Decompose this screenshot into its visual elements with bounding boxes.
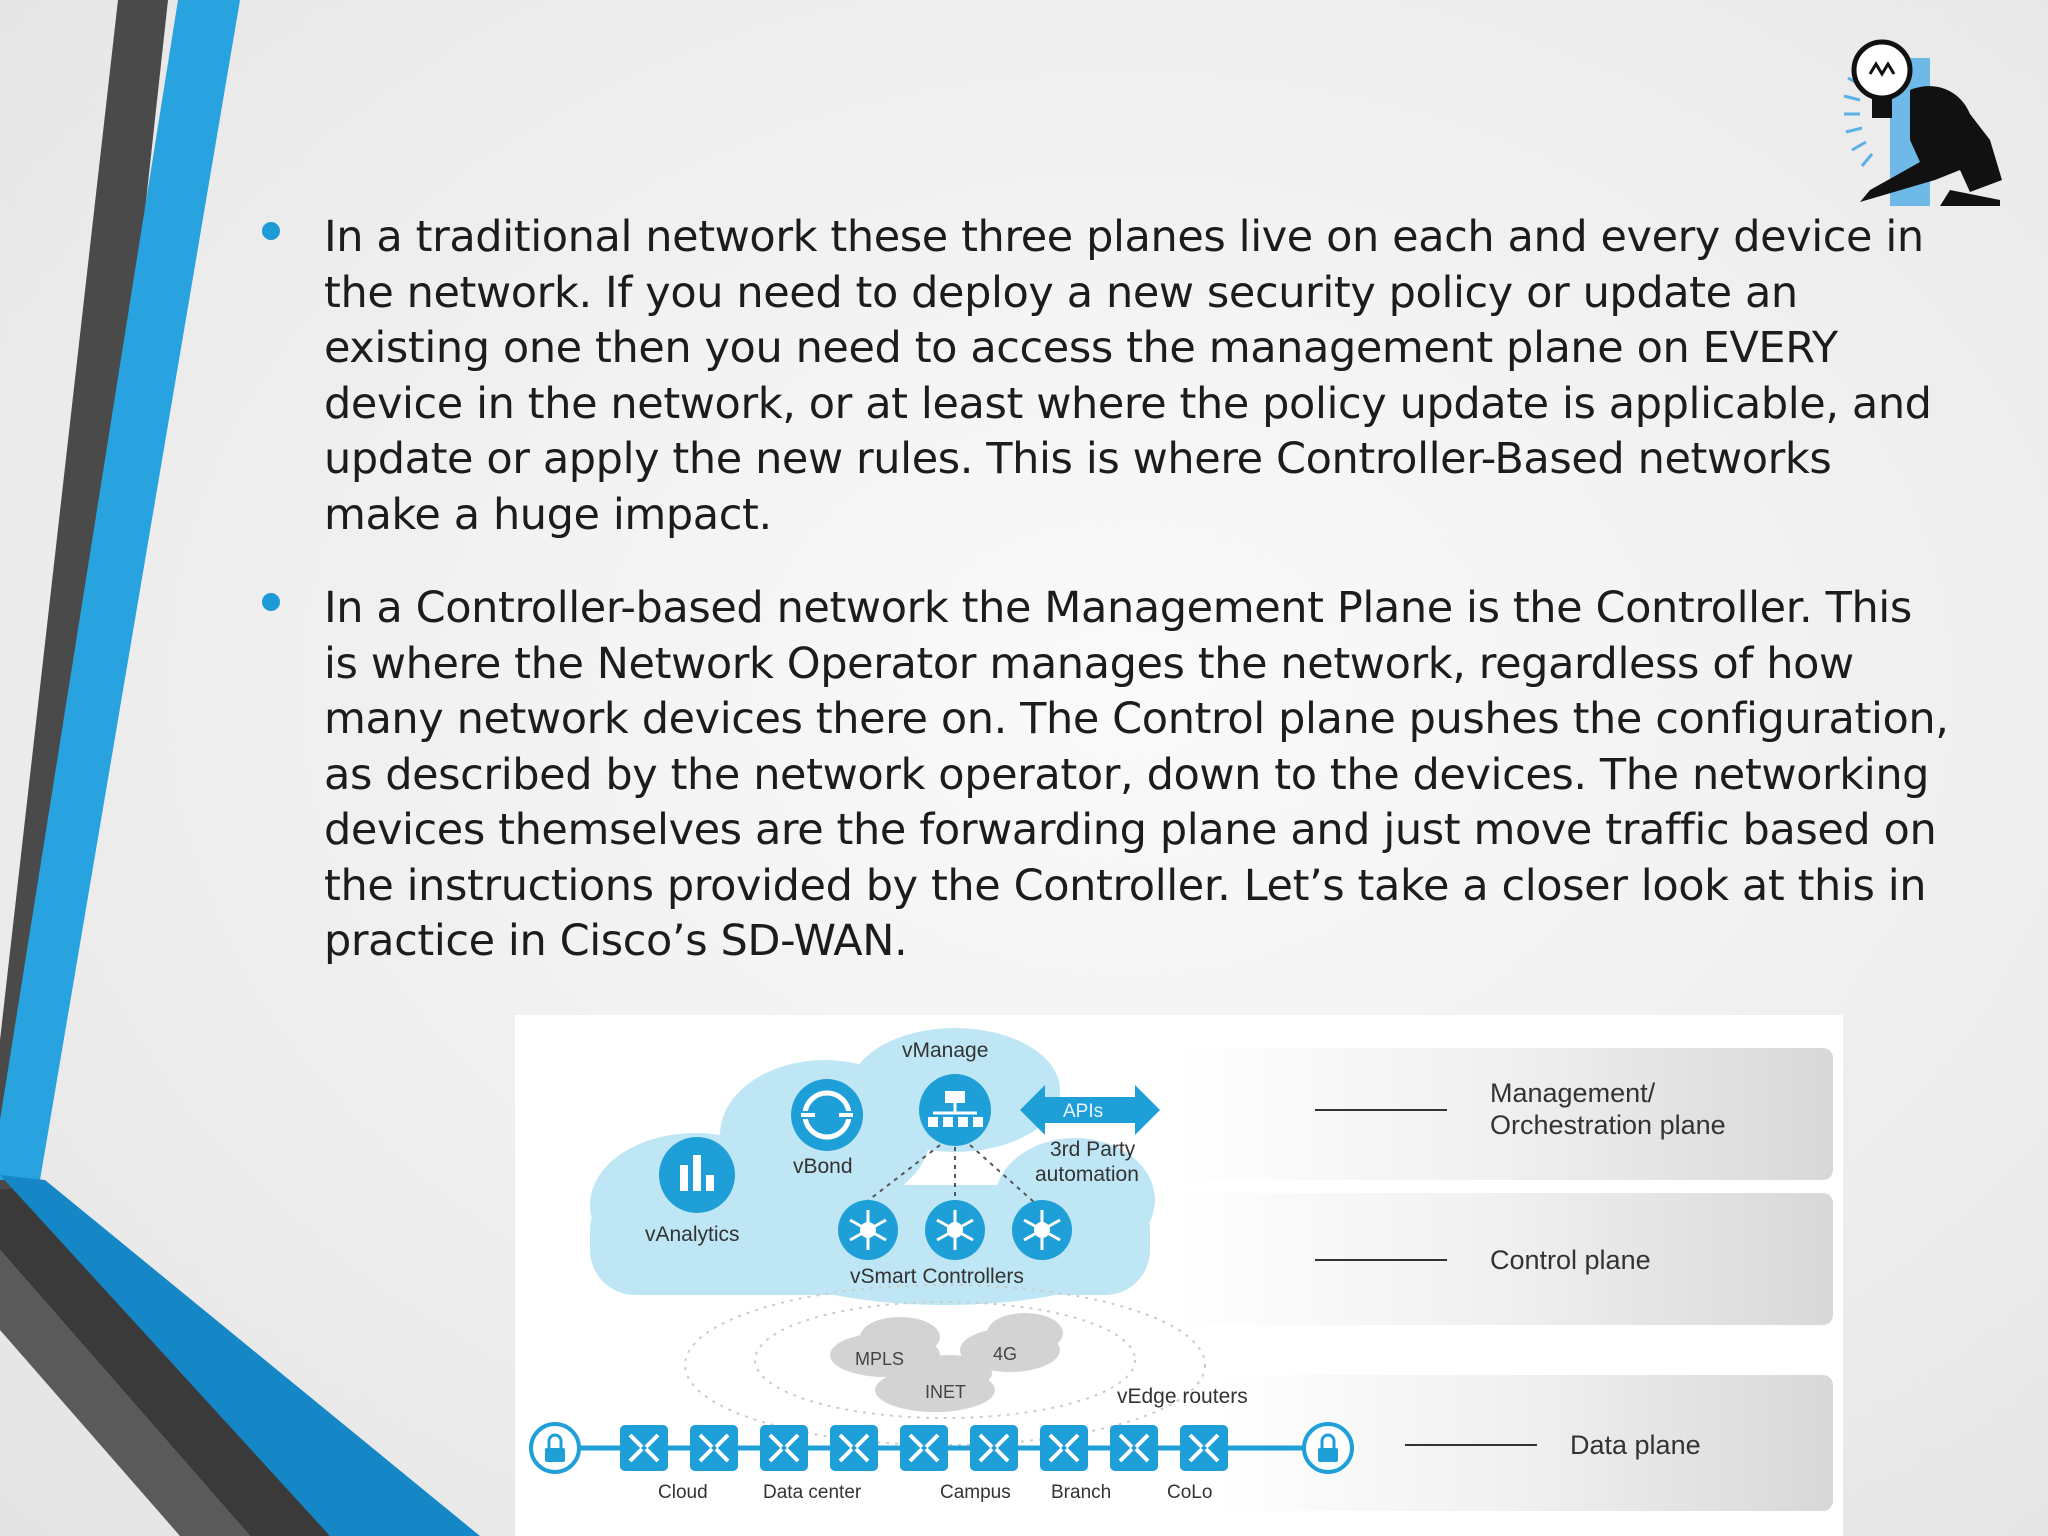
mpls-label: MPLS <box>855 1349 904 1369</box>
router-icon <box>1040 1425 1088 1471</box>
router-icon <box>1180 1425 1228 1471</box>
apis-label: APIs <box>1063 1101 1103 1122</box>
vsmart-icon <box>925 1200 985 1260</box>
orchestration-plane-label: Orchestration plane <box>1490 1110 1726 1140</box>
vmanage-icon <box>919 1074 991 1146</box>
bottom-gray-stripe <box>0 1250 250 1536</box>
4g-label: 4G <box>993 1344 1017 1364</box>
vanalytics-label: vAnalytics <box>645 1223 740 1246</box>
site-label-branch: Branch <box>1051 1482 1111 1503</box>
automation-label: automation <box>1035 1163 1139 1186</box>
site-label-campus: Campus <box>940 1482 1011 1503</box>
vanalytics-icon <box>659 1137 735 1213</box>
control-plane-label: Control plane <box>1490 1245 1651 1275</box>
bullet-dot <box>262 593 280 611</box>
router-icon <box>620 1425 668 1471</box>
vbond-label: vBond <box>793 1155 853 1178</box>
lock-icon <box>529 1422 581 1474</box>
control-plane-band <box>1175 1193 1833 1325</box>
management-plane-label: Management/ <box>1490 1078 1656 1108</box>
router-icon <box>830 1425 878 1471</box>
left-blue-stripe <box>0 0 240 1180</box>
bullet-item: In a traditional network these three pla… <box>258 210 1958 543</box>
apis-arrow-icon <box>1020 1085 1160 1135</box>
bullet-text: In a traditional network these three pla… <box>324 212 1932 540</box>
bullet-dot <box>262 222 280 240</box>
bullet-list: In a traditional network these three pla… <box>258 210 1958 1008</box>
bottom-dark-stripe <box>0 1185 330 1536</box>
lock-icon <box>1302 1422 1354 1474</box>
router-icon <box>900 1425 948 1471</box>
management-plane-band <box>1175 1048 1833 1180</box>
vmanage-label: vManage <box>902 1039 988 1062</box>
sdwan-diagram: Management/ Orchestration plane Control … <box>515 1015 1843 1536</box>
data-plane-label: Data plane <box>1570 1430 1701 1460</box>
inet-label: INET <box>925 1382 966 1402</box>
lightbulb-person-icon <box>1843 39 2002 206</box>
vbond-icon <box>791 1079 863 1151</box>
data-plane-band <box>1215 1375 1833 1511</box>
bullet-item: In a Controller-based network the Manage… <box>258 581 1958 970</box>
bottom-blue-stripe <box>0 1175 480 1536</box>
vsmart-label: vSmart Controllers <box>850 1265 1024 1288</box>
vedge-label: vEdge routers <box>1117 1385 1248 1408</box>
router-icon <box>970 1425 1018 1471</box>
vsmart-icon <box>1012 1200 1072 1260</box>
third-party-label: 3rd Party <box>1050 1138 1136 1161</box>
site-label-data-center: Data center <box>763 1482 862 1503</box>
sdwan-diagram-svg: Management/ Orchestration plane Control … <box>529 1028 1833 1511</box>
transport-clouds <box>830 1313 1063 1412</box>
vsmart-icon <box>838 1200 898 1260</box>
router-icon <box>1110 1425 1158 1471</box>
bullet-text: In a Controller-based network the Manage… <box>324 583 1949 966</box>
site-label-colo: CoLo <box>1167 1482 1212 1503</box>
router-icon <box>760 1425 808 1471</box>
site-label-cloud: Cloud <box>658 1482 708 1503</box>
router-icon <box>690 1425 738 1471</box>
